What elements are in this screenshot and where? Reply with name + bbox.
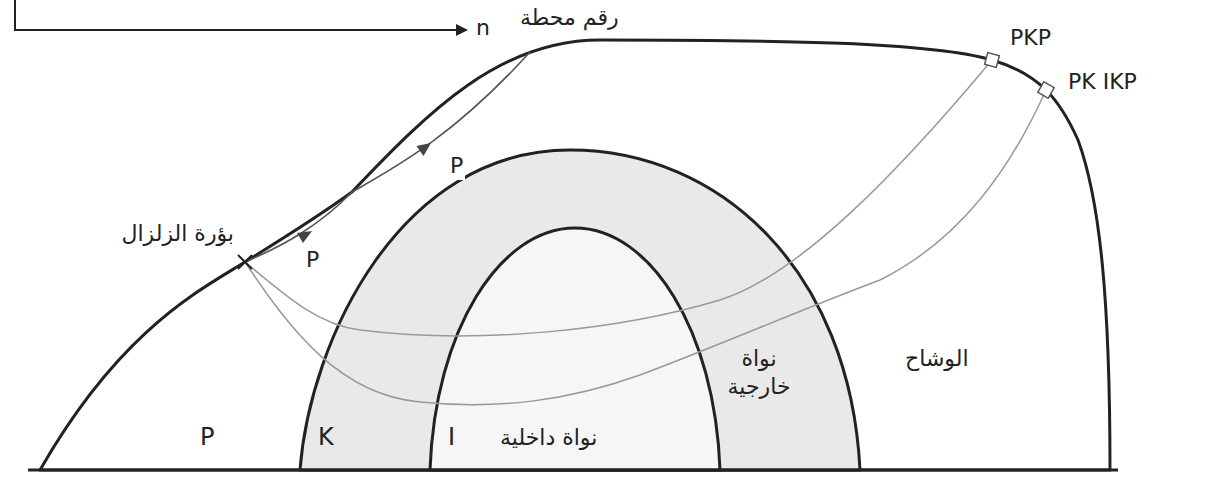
band-outline (300, 150, 860, 470)
wave-name: PKP (1008, 24, 1053, 52)
band-outline (430, 228, 720, 470)
layer-name: نواة داخلية (500, 424, 597, 452)
station-square (985, 53, 1000, 68)
outer-core-band: K نواة خارجية I نواة داخلية (300, 148, 860, 470)
base-line (28, 469, 1118, 472)
wave-name: P (304, 246, 321, 274)
inner-core-band: I نواة داخلية (430, 228, 720, 470)
band-outline (40, 40, 1110, 470)
station-symbol: n (474, 14, 492, 42)
p-ray (352, 52, 530, 192)
arrow-head (456, 24, 468, 36)
station-pointer (15, 0, 458, 30)
wave-name: PK IKP (1066, 68, 1139, 96)
focus-mark (238, 255, 252, 269)
station-square (1038, 82, 1054, 98)
layer-letter: I (448, 422, 455, 452)
station-caption: رقم محطة (518, 4, 621, 32)
layer-letter: P (200, 422, 214, 452)
pkikp-ray (245, 90, 1046, 405)
arrow-head (417, 143, 432, 156)
pkp-ray (245, 60, 992, 336)
arrow-head (297, 231, 312, 243)
focus-caption: بؤرة الزلزال (119, 220, 236, 248)
layer-name: نواة خارجية (716, 345, 802, 400)
mantle-band: P الوشاح K نواة خارجية I نواة داخلية (40, 38, 1110, 470)
p-ray (245, 192, 352, 262)
layer-letter: K (318, 422, 334, 452)
wave-name: P (448, 152, 465, 180)
layer-name: الوشاح (905, 345, 969, 373)
